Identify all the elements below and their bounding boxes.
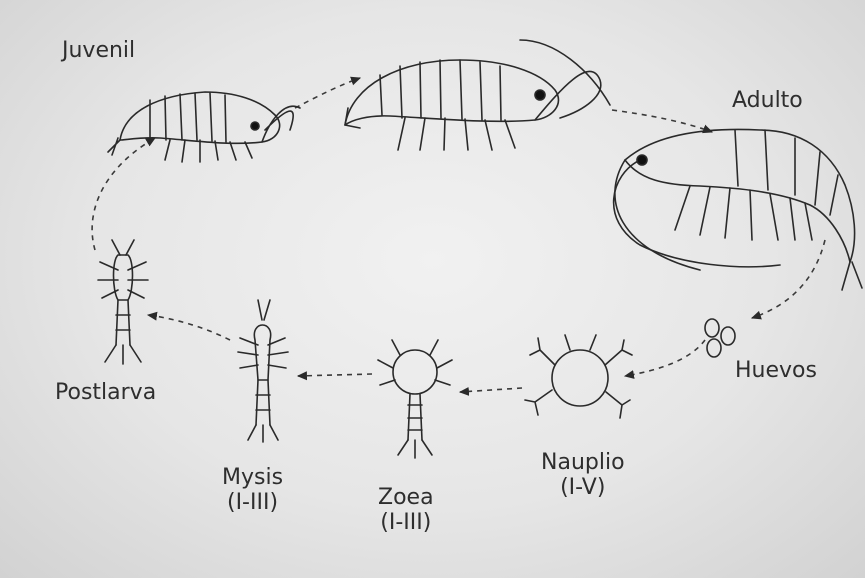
postlarva (98, 240, 148, 364)
label-huevos: Huevos (735, 358, 817, 383)
arrow-nauplius-to-zoea (460, 388, 522, 392)
arrow-postlarva-to-juvenile (92, 138, 155, 250)
arrow-adult-to-eggs (752, 240, 825, 318)
label-juvenil: Juvenil (62, 38, 135, 63)
label-mysis-name: Mysis (222, 465, 283, 490)
juvenile-shrimp-large (345, 40, 610, 150)
label-zoea-range: (I-III) (378, 510, 434, 535)
arrow-juvenile-to-juvenile (295, 78, 360, 108)
label-nauplio-name: Nauplio (541, 450, 625, 475)
arrow-eggs-to-nauplius (625, 340, 705, 376)
zoea-larva (378, 340, 452, 458)
label-nauplio-range: (I-V) (541, 475, 625, 500)
eggs (705, 319, 735, 357)
adult-shrimp (614, 129, 862, 290)
mysis-larva (238, 300, 288, 442)
label-nauplio: Nauplio (I-V) (541, 450, 625, 501)
nauplius-larva (525, 335, 632, 418)
arrow-juvenile-to-adult (612, 110, 712, 132)
arrow-zoea-to-mysis (298, 374, 372, 376)
label-adulto: Adulto (732, 88, 803, 113)
label-mysis: Mysis (I-III) (222, 465, 283, 516)
label-zoea-name: Zoea (378, 485, 434, 510)
label-mysis-range: (I-III) (222, 490, 283, 515)
label-postlarva: Postlarva (55, 380, 156, 405)
label-zoea: Zoea (I-III) (378, 485, 434, 536)
juvenile-shrimp-small (108, 92, 300, 162)
arrow-mysis-to-postlarva (148, 315, 230, 340)
